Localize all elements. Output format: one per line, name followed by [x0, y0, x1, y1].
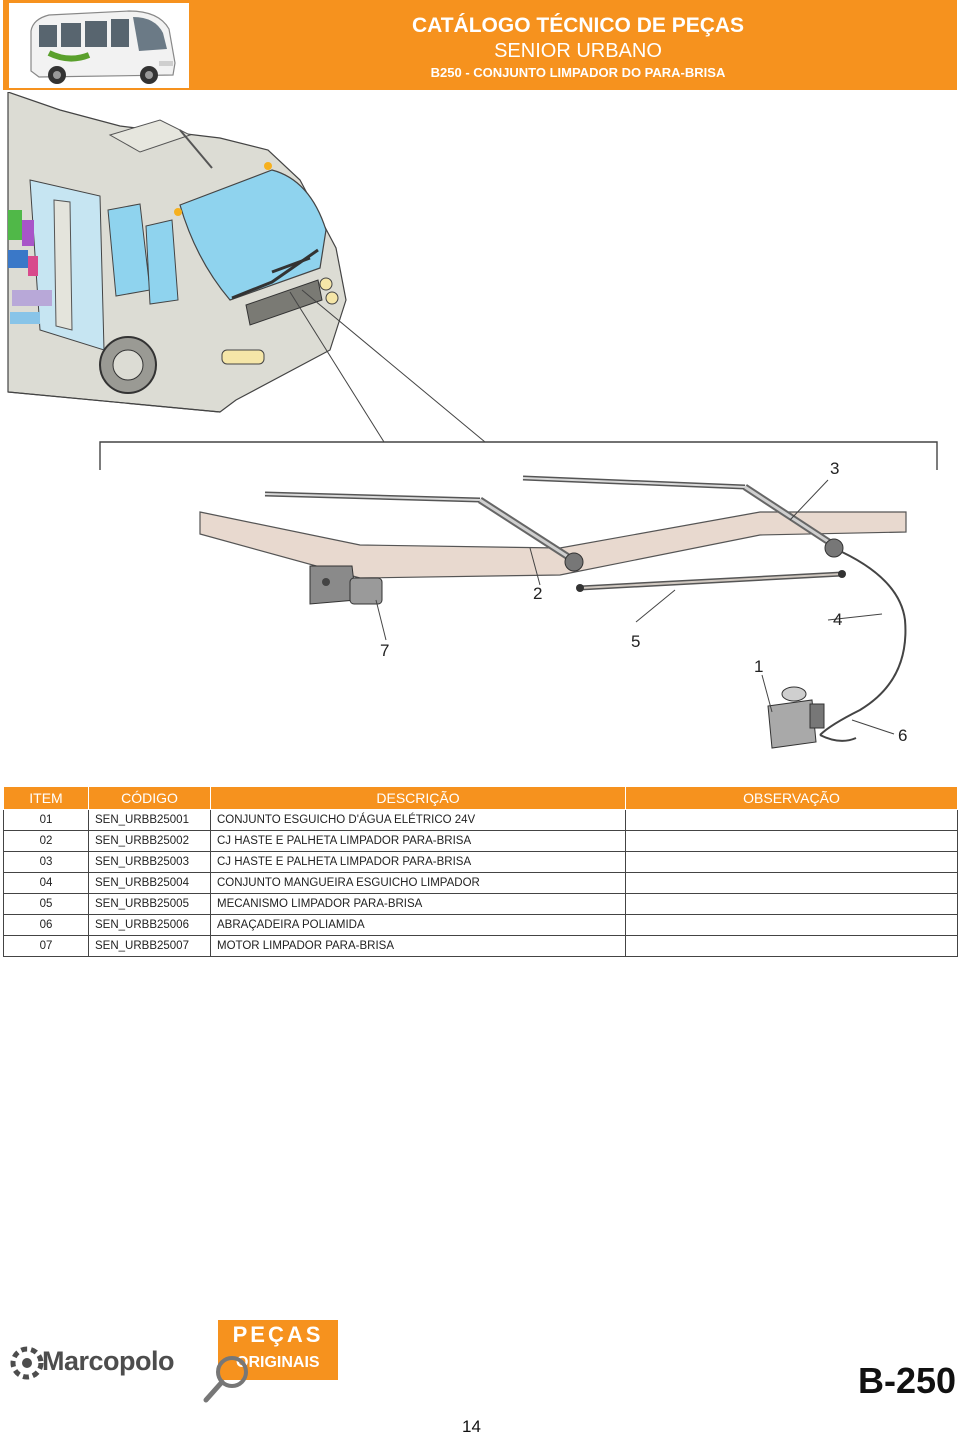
wiper-assembly-illustration: 3 2 5 4 1 6 7 — [7, 92, 938, 749]
header-descricao: DESCRIÇÃO — [210, 786, 626, 810]
row-codigo: SEN_URBB25005 — [88, 893, 211, 915]
table-row: 01 SEN_URBB25001 CONJUNTO ESGUICHO D'ÁGU… — [3, 809, 958, 831]
parts-table: ITEM CÓDIGO DESCRIÇÃO OBSERVAÇÃO 01 SEN_… — [3, 786, 958, 957]
row-descricao: CONJUNTO ESGUICHO D'ÁGUA ELÉTRICO 24V — [210, 809, 626, 831]
row-observacao — [625, 851, 958, 873]
pecas-logo-top: PEÇAS — [232, 1322, 324, 1347]
row-observacao — [625, 830, 958, 852]
section-title: B250 - CONJUNTO LIMPADOR DO PARA-BRISA — [430, 65, 726, 80]
table-row: 02 SEN_URBB25002 CJ HASTE E PALHETA LIMP… — [3, 830, 958, 852]
page-number: 14 — [462, 1417, 481, 1436]
row-item: 07 — [3, 935, 89, 957]
row-item: 05 — [3, 893, 89, 915]
callout-7: 7 — [380, 641, 389, 660]
table-row: 04 SEN_URBB25004 CONJUNTO MANGUEIRA ESGU… — [3, 872, 958, 894]
row-codigo: SEN_URBB25007 — [88, 935, 211, 957]
row-item: 03 — [3, 851, 89, 873]
header-bar: CATÁLOGO TÉCNICO DE PEÇAS SENIOR URBANO … — [3, 0, 957, 90]
bus-front-drawing — [7, 92, 347, 413]
row-descricao: CJ HASTE E PALHETA LIMPADOR PARA-BRISA — [210, 851, 626, 873]
table-header-row: ITEM CÓDIGO DESCRIÇÃO OBSERVAÇÃO — [3, 786, 958, 810]
magnifier-icon — [203, 1356, 248, 1403]
row-observacao — [625, 809, 958, 831]
row-observacao — [625, 935, 958, 957]
row-codigo: SEN_URBB25006 — [88, 914, 211, 936]
marcopolo-logo-icon — [10, 1346, 44, 1380]
page-code: B-250 — [858, 1360, 957, 1401]
bus-thumbnail-image — [9, 3, 189, 88]
table-row: 05 SEN_URBB25005 MECANISMO LIMPADOR PARA… — [3, 893, 958, 915]
row-codigo: SEN_URBB25003 — [88, 851, 211, 873]
row-descricao: CONJUNTO MANGUEIRA ESGUICHO LIMPADOR — [210, 872, 626, 894]
row-item: 01 — [3, 809, 89, 831]
table-row: 06 SEN_URBB25006 ABRAÇADEIRA POLIAMIDA — [3, 914, 958, 936]
table-row: 03 SEN_URBB25003 CJ HASTE E PALHETA LIMP… — [3, 851, 958, 873]
table-row: 07 SEN_URBB25007 MOTOR LIMPADOR PARA-BRI… — [3, 935, 958, 957]
row-codigo: SEN_URBB25004 — [88, 872, 211, 894]
header-item: ITEM — [3, 786, 89, 810]
wiper-detail-drawing — [199, 475, 907, 749]
row-codigo: SEN_URBB25002 — [88, 830, 211, 852]
row-codigo: SEN_URBB25001 — [88, 809, 211, 831]
header-observacao: OBSERVAÇÃO — [625, 786, 958, 810]
marcopolo-brand: Marcopolo — [42, 1346, 175, 1376]
row-observacao — [625, 872, 958, 894]
callout-4: 4 — [833, 610, 842, 629]
pecas-logo-bottom: ORIGINAIS — [236, 1354, 320, 1371]
row-descricao: MOTOR LIMPADOR PARA-BRISA — [210, 935, 626, 957]
row-observacao — [625, 893, 958, 915]
row-observacao — [625, 914, 958, 936]
row-descricao: CJ HASTE E PALHETA LIMPADOR PARA-BRISA — [210, 830, 626, 852]
callout-1: 1 — [754, 657, 763, 676]
catalog-title: CATÁLOGO TÉCNICO DE PEÇAS — [411, 14, 745, 37]
pecas-originais-logo: PEÇAS ORIGINAIS — [218, 1320, 338, 1380]
row-item: 06 — [3, 914, 89, 936]
row-item: 04 — [3, 872, 89, 894]
callout-3: 3 — [830, 459, 839, 478]
catalog-subtitle: SENIOR URBANO — [494, 40, 662, 62]
row-descricao: ABRAÇADEIRA POLIAMIDA — [210, 914, 626, 936]
row-descricao: MECANISMO LIMPADOR PARA-BRISA — [210, 893, 626, 915]
callout-6: 6 — [898, 726, 907, 745]
callout-5: 5 — [631, 632, 640, 651]
header-codigo: CÓDIGO — [88, 786, 211, 810]
row-item: 02 — [3, 830, 89, 852]
callout-2: 2 — [533, 584, 542, 603]
